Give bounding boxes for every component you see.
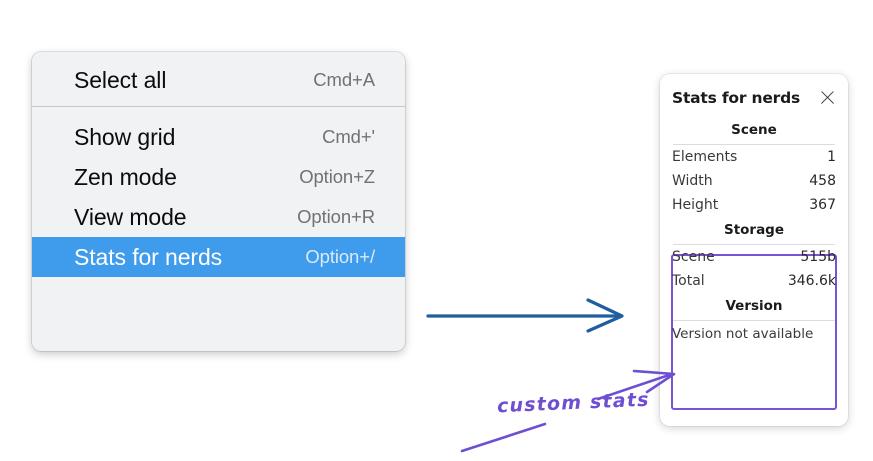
stat-key: Width: [672, 173, 713, 189]
menu-item-label: Select all: [74, 66, 167, 93]
menu-item-view-mode[interactable]: View mode Option+R: [32, 197, 405, 237]
custom-stats-section: Storage Scene 515b Total 346.6k Version …: [672, 217, 836, 347]
menu-item-zen-mode[interactable]: Zen mode Option+Z: [32, 157, 405, 197]
context-menu[interactable]: Select all Cmd+A Show grid Cmd+' Zen mod…: [32, 52, 405, 351]
stat-value: 1: [827, 149, 836, 165]
close-icon[interactable]: [819, 89, 836, 106]
stat-row-height: Height 367: [672, 193, 836, 217]
stats-panel-header: Stats for nerds: [672, 74, 836, 117]
menu-item-label: Zen mode: [74, 163, 177, 190]
stat-row-elements: Elements 1: [672, 145, 836, 169]
section-heading-scene: Scene: [731, 122, 777, 138]
menu-separator: [32, 106, 405, 107]
section-heading-storage: Storage: [723, 222, 785, 238]
stat-row-storage-scene: Scene 515b: [672, 245, 836, 269]
menu-group-1: Select all Cmd+A: [32, 52, 405, 106]
stat-value: 346.6k: [787, 273, 836, 289]
stat-value: 515b: [800, 249, 836, 265]
blue-arrow: [426, 298, 624, 333]
stat-key: Total: [672, 273, 705, 289]
menu-item-shortcut: Option+Z: [299, 166, 375, 187]
stat-key: Scene: [672, 249, 715, 265]
stat-value: 367: [809, 197, 836, 213]
section-divider: [673, 144, 835, 145]
stats-for-nerds-panel: Stats for nerds Scene Elements 1 Width 4…: [660, 74, 848, 426]
section-divider: [673, 320, 835, 321]
stat-value: 458: [809, 173, 836, 189]
stat-row-width: Width 458: [672, 169, 836, 193]
version-note: Version not available: [672, 326, 814, 342]
stat-key: Elements: [672, 149, 738, 165]
menu-item-label: Stats for nerds: [74, 243, 223, 270]
section-heading-version: Version: [725, 298, 783, 314]
stats-panel-title: Stats for nerds: [672, 88, 801, 107]
menu-item-label: Show grid: [74, 123, 176, 150]
stat-key: Height: [672, 197, 719, 213]
menu-item-label: View mode: [74, 203, 187, 230]
menu-item-shortcut: Option+R: [297, 206, 375, 227]
custom-stats-annotation-label: custom stats: [496, 388, 651, 418]
menu-item-shortcut: Cmd+A: [313, 69, 375, 90]
menu-group-2: Show grid Cmd+' Zen mode Option+Z View m…: [32, 107, 405, 291]
menu-item-stats-for-nerds[interactable]: Stats for nerds Option+/: [32, 237, 405, 277]
menu-item-shortcut: Option+/: [305, 246, 375, 267]
purple-underline-stroke: [460, 422, 547, 453]
menu-item-show-grid[interactable]: Show grid Cmd+': [32, 117, 405, 157]
stat-row-storage-total: Total 346.6k: [672, 269, 836, 293]
section-divider: [673, 244, 835, 245]
menu-item-shortcut: Cmd+': [322, 126, 375, 147]
menu-item-select-all[interactable]: Select all Cmd+A: [32, 60, 405, 100]
